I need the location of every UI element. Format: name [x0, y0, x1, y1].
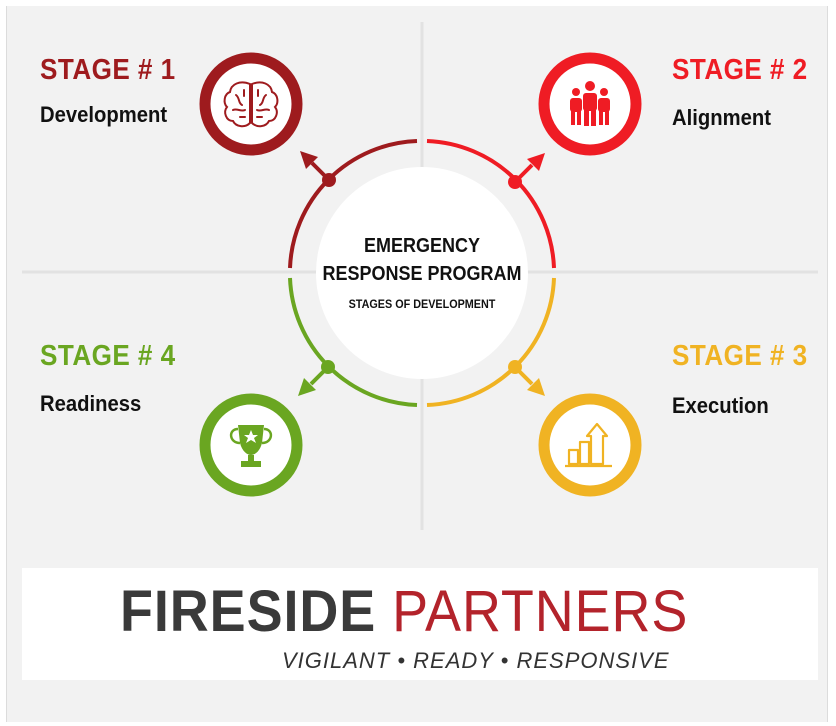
connector-stage-3	[508, 360, 545, 396]
stage-3-name: Execution	[672, 393, 769, 418]
stage-4-label: STAGE # 4	[40, 340, 176, 372]
logo-band	[22, 568, 818, 680]
stage-4-badge	[199, 393, 303, 497]
stage-2-label: STAGE # 2	[672, 54, 808, 86]
center-circle	[316, 167, 528, 379]
stage-1-badge	[199, 52, 303, 156]
company-logo-text: FIRESIDE PARTNERS	[120, 578, 688, 645]
logo-tagline: VIGILANT • READY • RESPONSIVE	[282, 648, 670, 673]
people-group-icon	[570, 81, 610, 126]
trophy-icon	[229, 425, 273, 467]
center-title: EMERGENCY RESPONSE PROGRAM	[312, 232, 532, 288]
stage-4-name: Readiness	[40, 391, 142, 416]
logo-word-partners: PARTNERS	[392, 579, 689, 644]
stage-1-name: Development	[40, 102, 168, 127]
connector-stage-4	[298, 360, 335, 396]
connector-stage-2	[508, 153, 545, 189]
connector-stage-1	[300, 151, 336, 187]
stage-3-label: STAGE # 3	[672, 340, 808, 372]
center-title-line-2: RESPONSE PROGRAM	[322, 263, 522, 285]
center-subtitle: STAGES OF DEVELOPMENT	[348, 297, 496, 311]
center-title-line-1: EMERGENCY	[363, 235, 481, 257]
stage-3-badge	[538, 393, 642, 497]
stage-2-name: Alignment	[672, 105, 771, 130]
growth-chart-icon	[565, 422, 612, 468]
stage-2-badge	[538, 52, 642, 156]
brain-icon	[223, 81, 279, 128]
logo-word-fireside: FIRESIDE	[120, 579, 377, 644]
stage-1-label: STAGE # 1	[40, 54, 176, 86]
